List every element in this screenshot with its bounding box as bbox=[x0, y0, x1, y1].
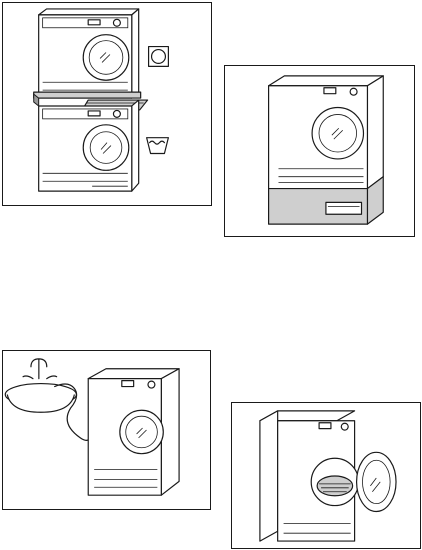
dryer-on-plinth-illustration bbox=[225, 66, 414, 236]
figure-door-open bbox=[231, 402, 421, 549]
figure-condensate-drain bbox=[2, 350, 211, 510]
drain-hose-illustration bbox=[3, 351, 210, 509]
lower-washer bbox=[39, 100, 139, 191]
figure-raising-plinth bbox=[224, 65, 415, 237]
stacked-appliances-illustration bbox=[3, 3, 211, 205]
open-door-dryer-illustration bbox=[232, 403, 420, 548]
wash-symbol-icon bbox=[147, 138, 169, 154]
figure-stacking-kit bbox=[2, 2, 212, 206]
dryer-symbol-icon bbox=[149, 47, 169, 67]
upper-dryer bbox=[39, 9, 139, 98]
